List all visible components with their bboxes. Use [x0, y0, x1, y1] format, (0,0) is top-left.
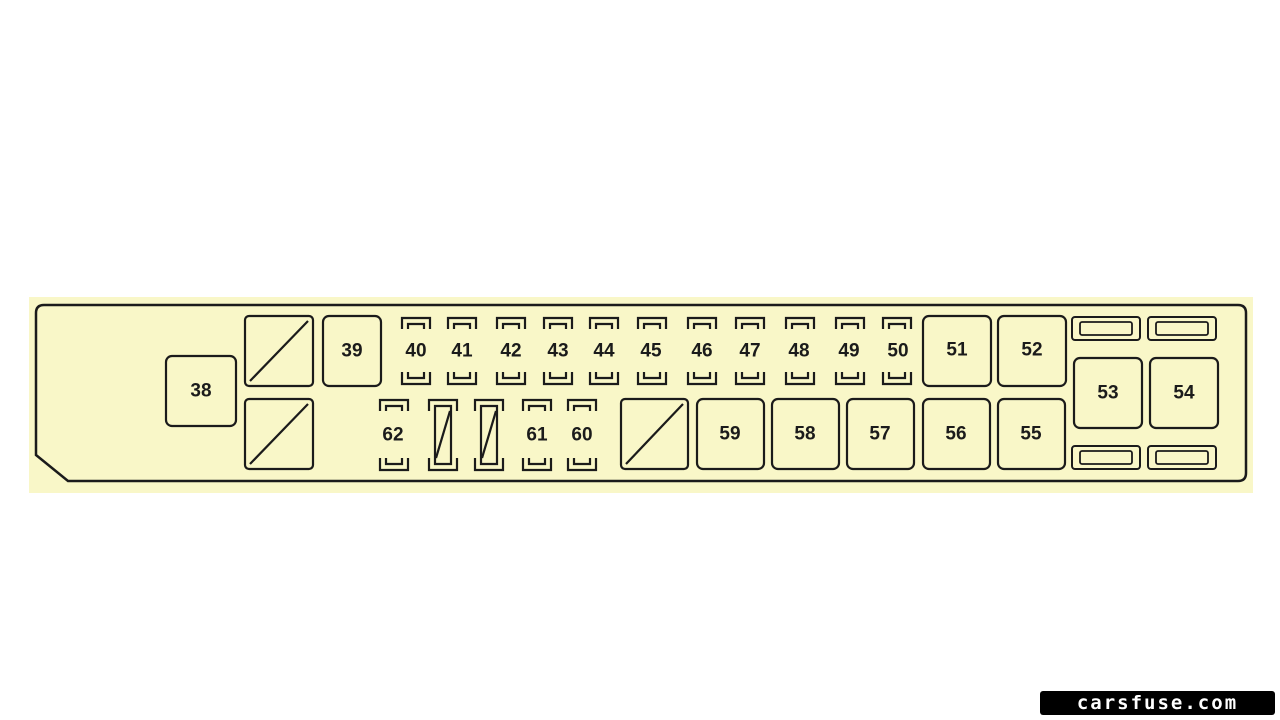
relay-56: 56: [921, 397, 992, 471]
relay-54: 54: [1148, 356, 1220, 430]
fuse-62-label: 62: [382, 425, 403, 446]
empty-fuse-slot: [427, 398, 459, 472]
fuse-61: 61: [521, 398, 553, 472]
relay-56-label: 56: [945, 424, 966, 445]
fuse-42: 42: [495, 316, 527, 386]
relay-55: 55: [996, 397, 1067, 471]
empty-relay-slot: [619, 397, 690, 471]
empty-relay-slot: [243, 314, 315, 388]
fuse-60-label: 60: [571, 425, 592, 446]
fuse-45-label: 45: [640, 341, 662, 362]
relay-52: 52: [996, 314, 1068, 388]
relay-58: 58: [770, 397, 841, 471]
fuse-61-label: 61: [526, 425, 548, 446]
relay-53: 53: [1072, 356, 1144, 430]
fuse-40-label: 40: [405, 341, 426, 362]
fuse-42-label: 42: [500, 341, 521, 362]
fuse-60: 60: [566, 398, 598, 472]
fuse-62: 62: [378, 398, 410, 472]
fuse-41: 41: [446, 316, 478, 386]
relay-51-label: 51: [946, 340, 968, 361]
relay-59: 59: [695, 397, 766, 471]
fuse-40: 40: [400, 316, 432, 386]
relay-52-label: 52: [1021, 340, 1042, 361]
fuse-46: 46: [686, 316, 718, 386]
maxi-fuse-slot: [1071, 445, 1141, 470]
empty-fuse-slot: [473, 398, 505, 472]
fuse-48: 48: [784, 316, 816, 386]
relay-39: 39: [321, 314, 383, 388]
maxi-fuse-slot: [1071, 316, 1141, 341]
watermark-logo: carsfuse.com: [1040, 691, 1275, 715]
fuse-45: 45: [636, 316, 668, 386]
relay-59-label: 59: [719, 424, 740, 445]
relay-38: 38: [164, 354, 238, 428]
fuse-44: 44: [588, 316, 620, 386]
fuse-50: 50: [881, 316, 913, 386]
fuse-47: 47: [734, 316, 766, 386]
fuse-49-label: 49: [838, 341, 859, 362]
fuse-44-label: 44: [593, 341, 615, 362]
relay-58-label: 58: [794, 424, 815, 445]
fuse-47-label: 47: [739, 341, 760, 362]
relay-38-label: 38: [190, 381, 211, 402]
relay-57: 57: [845, 397, 916, 471]
fuse-41-label: 41: [451, 341, 473, 362]
maxi-fuse-slot: [1147, 445, 1217, 470]
relay-54-label: 54: [1173, 383, 1195, 404]
empty-relay-slot: [243, 397, 315, 471]
watermark-text: carsfuse.com: [1076, 692, 1239, 714]
relay-53-label: 53: [1097, 383, 1118, 404]
fuse-46-label: 46: [691, 341, 712, 362]
fuse-box-outline: [34, 303, 1248, 483]
fuse-48-label: 48: [788, 341, 809, 362]
fuse-50-label: 50: [887, 341, 908, 362]
fuse-49: 49: [834, 316, 866, 386]
relay-51: 51: [921, 314, 993, 388]
fuse-43-label: 43: [547, 341, 568, 362]
maxi-fuse-slot: [1147, 316, 1217, 341]
relay-39-label: 39: [341, 341, 362, 362]
fuse-43: 43: [542, 316, 574, 386]
relay-55-label: 55: [1020, 424, 1042, 445]
relay-57-label: 57: [869, 424, 890, 445]
